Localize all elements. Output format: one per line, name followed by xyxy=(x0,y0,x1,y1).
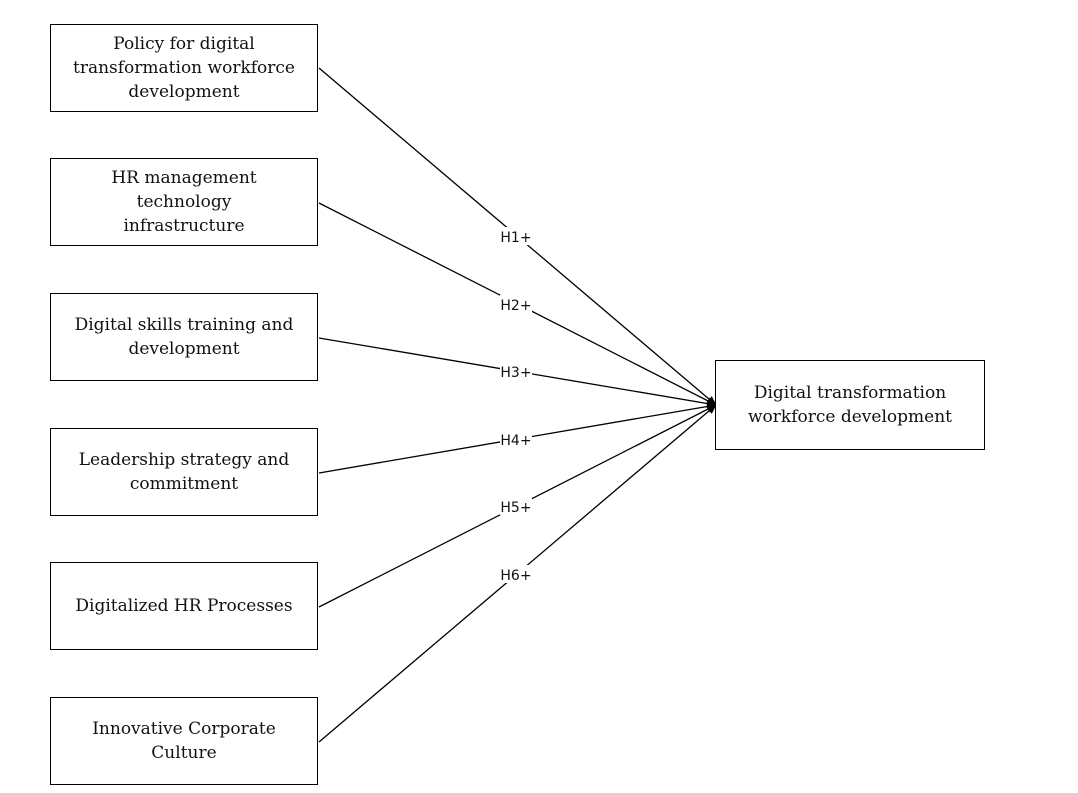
iv-box-leadership: Leadership strategy and commitment xyxy=(50,428,318,516)
iv-box-policy: Policy for digital transformation workfo… xyxy=(50,24,318,112)
iv-label-line: infrastructure xyxy=(123,216,245,236)
iv-label-line: transformation workforce xyxy=(73,58,295,78)
iv-label-line: development xyxy=(128,339,240,359)
iv-label-line: Leadership strategy and xyxy=(78,450,290,470)
hypothesis-label-bg xyxy=(500,362,532,380)
iv-label-line: Policy for digital xyxy=(113,34,255,54)
iv-label-leadership: Leadership strategy and commitment xyxy=(79,448,290,496)
hypothesis-label-bg xyxy=(500,565,532,583)
iv-label-line: Innovative Corporate xyxy=(92,719,276,739)
iv-label-hr-processes: Digitalized HR Processes xyxy=(75,594,292,618)
hypothesis-label-5: H5+ xyxy=(500,500,531,516)
iv-label-line: Culture xyxy=(151,743,217,763)
iv-label-policy: Policy for digital transformation workfo… xyxy=(73,32,295,104)
hypothesis-label-2: H2+ xyxy=(500,298,531,314)
hypothesis-label-3: H3+ xyxy=(500,365,531,381)
dv-label-line: workforce development xyxy=(748,407,952,427)
hypothesis-label-bg xyxy=(500,497,532,515)
dv-label: Digital transformation workforce develop… xyxy=(748,381,952,429)
iv-label-culture: Innovative Corporate Culture xyxy=(92,717,276,765)
iv-box-skills: Digital skills training and development xyxy=(50,293,318,381)
iv-label-line: Digitalized HR Processes xyxy=(75,596,293,616)
hypothesis-label-bg xyxy=(500,430,532,448)
iv-box-hr-processes: Digitalized HR Processes xyxy=(50,562,318,650)
iv-label-line: commitment xyxy=(129,474,239,494)
iv-box-culture: Innovative Corporate Culture xyxy=(50,697,318,785)
hypothesis-label-6: H6+ xyxy=(500,568,531,584)
hypothesis-label-1: H1+ xyxy=(500,230,531,246)
dv-box-dtwd: Digital transformation workforce develop… xyxy=(715,360,985,450)
iv-label-hr-tech: HR management technology infrastructure xyxy=(65,166,303,238)
hypothesis-label-bg xyxy=(500,227,532,245)
iv-label-skills: Digital skills training and development xyxy=(75,313,294,361)
iv-label-line: HR management technology xyxy=(111,168,257,212)
hypothesis-label-4: H4+ xyxy=(500,433,531,449)
hypothesis-label-bg xyxy=(500,295,532,313)
iv-label-line: Digital skills training and xyxy=(74,315,294,335)
iv-box-hr-tech: HR management technology infrastructure xyxy=(50,158,318,246)
iv-label-line: development xyxy=(128,82,240,102)
dv-label-line: Digital transformation xyxy=(753,383,947,403)
